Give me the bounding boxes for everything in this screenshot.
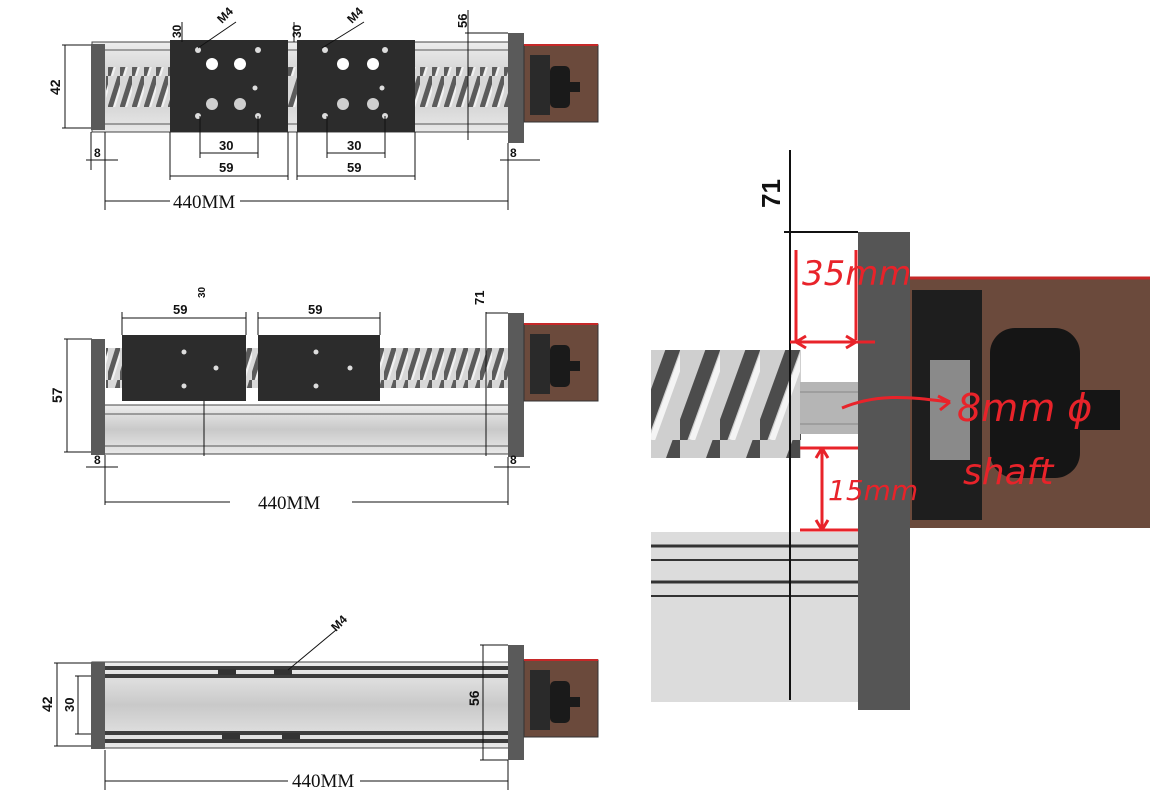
side-carriage-2 (258, 335, 380, 401)
motor-side (523, 323, 599, 402)
top-motor-dim: 56 (455, 14, 470, 28)
motor-top (523, 44, 599, 123)
note-shaft-diameter: 8mm ϕ (957, 386, 1092, 430)
top-dim-30-b: 30 (290, 24, 304, 38)
detail-lead-screw (651, 350, 801, 458)
side-view: 57 59 59 (49, 286, 599, 514)
bottom-thread-label: M4 (328, 612, 350, 634)
detail-top-dim: 71 (756, 179, 786, 208)
carriage-2 (297, 40, 415, 132)
end-plate-left (91, 44, 105, 130)
top-dim-30-a: 30 (170, 24, 184, 38)
detail-shaft (800, 382, 858, 434)
side-end-plate-right-dim: 8 (510, 453, 517, 467)
note-shaft-length-15mm: 15mm (828, 474, 918, 507)
hole-spacing-b: 30 (347, 138, 361, 153)
thread-label-m4-a: M4 (214, 4, 236, 26)
carriage-1 (170, 40, 288, 132)
motor-bottom (523, 659, 599, 738)
note-shaft-word: shaft (963, 452, 1055, 493)
bottom-inner-dim: 30 (62, 698, 77, 712)
side-end-plate-left-dim: 8 (94, 453, 101, 467)
detail-view: 71 35mm 8mm ϕ shaft 15mm (651, 150, 1171, 710)
carriage-length-a: 59 (219, 160, 233, 175)
bottom-width-dim: 42 (39, 696, 55, 712)
side-motor-dim: 71 (472, 291, 487, 305)
top-overall-length: 440MM (173, 192, 235, 213)
bottom-view: 42 30 M4 56 440MM (39, 612, 599, 792)
hole-spacing-a: 30 (219, 138, 233, 153)
note-flange-35mm: 35mm (802, 254, 912, 294)
side-height-dim: 57 (49, 387, 65, 403)
bottom-end-plate-left (91, 662, 105, 749)
top-width-dim: 42 (47, 79, 63, 95)
bottom-overall-length: 440MM (292, 771, 354, 792)
top-end-plate-right: 8 (510, 146, 517, 160)
side-end-plate-left (91, 339, 105, 455)
detail-coupler (990, 328, 1080, 478)
side-overall-length: 440MM (258, 493, 320, 514)
carriage-length-b: 59 (347, 160, 361, 175)
side-end-plate-right (508, 313, 524, 457)
side-carriage-length-a: 59 (173, 302, 187, 317)
top-view: 42 (47, 4, 599, 213)
side-carriage-1 (122, 335, 246, 401)
top-end-plate-left: 8 (94, 146, 101, 160)
side-carriage-length-b: 59 (308, 302, 322, 317)
bottom-end-plate-right (508, 645, 524, 760)
detail-end-plate (858, 232, 910, 710)
end-plate-right (508, 33, 524, 143)
side-top-small: 30 (197, 286, 208, 298)
bottom-motor-dim: 56 (466, 690, 482, 706)
